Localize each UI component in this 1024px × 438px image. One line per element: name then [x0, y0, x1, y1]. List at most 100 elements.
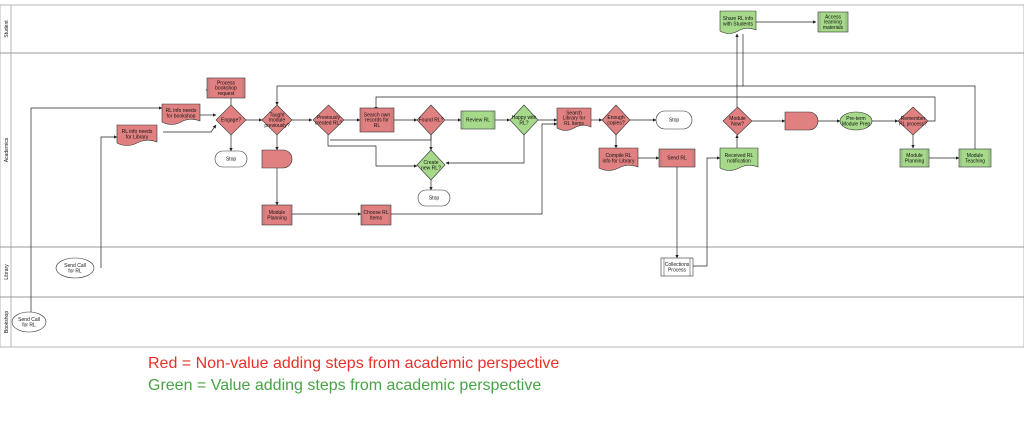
node-label: Happy with [512, 115, 537, 121]
node-label: new RL? [421, 165, 441, 171]
edge-happy-to-create [445, 134, 525, 165]
lane-label-student: Student [4, 20, 10, 38]
lane-bookshop [0, 296, 1024, 348]
node-label: RL process? [899, 121, 927, 127]
node-label: Engage? [221, 118, 241, 124]
node-label: for bookshop [167, 113, 196, 119]
node-label: copies? [607, 120, 624, 126]
node-label: Pre-term [846, 116, 865, 122]
node-label: Now? [731, 121, 744, 127]
node-label: Process [668, 267, 687, 273]
node-label: Previously [317, 115, 341, 121]
node-label: Process [217, 81, 236, 87]
edge-choose-to-search-library [391, 122, 558, 215]
edge-remember-loop-back [374, 96, 936, 122]
node-label: Library for [563, 116, 586, 122]
node-stop-create: Stop [417, 189, 451, 207]
lane-academics [0, 52, 1024, 248]
node-label: for RL [68, 268, 82, 274]
node-label: Send Call [18, 317, 40, 323]
node-label: Create [423, 160, 438, 166]
node-label: RL? [519, 120, 528, 126]
node-label: Choose RL [363, 210, 388, 216]
node-label: bookshop [215, 86, 237, 92]
node-label: Planning [905, 158, 925, 164]
node-label: Module [967, 153, 984, 159]
edge-collections-to-received [693, 156, 721, 267]
node-label: Module Prep [842, 121, 871, 127]
node-label: learning [824, 20, 842, 26]
node-label: Search own [364, 113, 391, 119]
node-label: for Library [126, 134, 149, 140]
edge-library-to-engage [163, 124, 217, 133]
lane-library [0, 246, 1024, 298]
node-label: created RL? [315, 120, 342, 126]
node-engage: Engage? [215, 104, 247, 136]
node-found-rl: Found RL? [416, 104, 446, 136]
node-label: Planning [267, 215, 287, 221]
node-label: Received RL [725, 153, 754, 159]
node-label: Enough [607, 115, 624, 121]
node-label: Taught [269, 113, 285, 119]
node-label: Items [370, 215, 383, 221]
connectors [30, 20, 976, 312]
node-label: Found RL? [419, 118, 444, 124]
node-label: RL info needs [166, 108, 197, 114]
node-label: Send Call [64, 263, 86, 269]
lane-student [0, 4, 1024, 54]
edge-previously-to-create [327, 134, 418, 168]
node-label: Module [729, 116, 746, 122]
edge-teaching-loop-back [275, 85, 976, 149]
node-label: materials [823, 25, 844, 31]
node-label: records for [365, 118, 389, 124]
node-label: Stop [669, 118, 680, 124]
node-label: RL [374, 123, 381, 129]
node-label: request [218, 91, 235, 97]
node-label: Collections [665, 262, 690, 268]
node-label: Send RL [667, 156, 687, 162]
lane-label-bookshop: Bookshop [4, 311, 10, 333]
node-label: Compile RL [605, 153, 631, 159]
node-label: Search [566, 111, 582, 117]
node-label: Review RL [466, 118, 490, 124]
node-review-rl: Review RL [460, 110, 496, 130]
node-label: Module [906, 153, 923, 159]
node-send-rl: Send RL [658, 148, 696, 168]
node-delay-left [261, 149, 293, 169]
legend-non-value: Red = Non-value adding steps from academ… [148, 355, 560, 372]
node-label: Remember [901, 116, 926, 122]
edge-bookshop-call-up [30, 106, 163, 312]
node-label: with Students [723, 21, 754, 27]
node-label: Module [269, 210, 286, 216]
edge-found-loop-left [330, 134, 432, 141]
legend-value: Green = Value adding steps from academic… [148, 377, 542, 394]
lane-label-library: Library [4, 264, 10, 280]
swimlanes: Student Academics Library Bookshop [0, 4, 1024, 348]
node-label: previously? [264, 123, 290, 129]
node-label: module [269, 118, 286, 124]
node-delay-right [784, 111, 819, 131]
process-flowchart: Student Academics Library Bookshop [0, 4, 1024, 348]
node-stop-right: Stop [655, 110, 693, 130]
node-label: Stop [429, 196, 440, 202]
node-label: Teaching [965, 158, 985, 164]
